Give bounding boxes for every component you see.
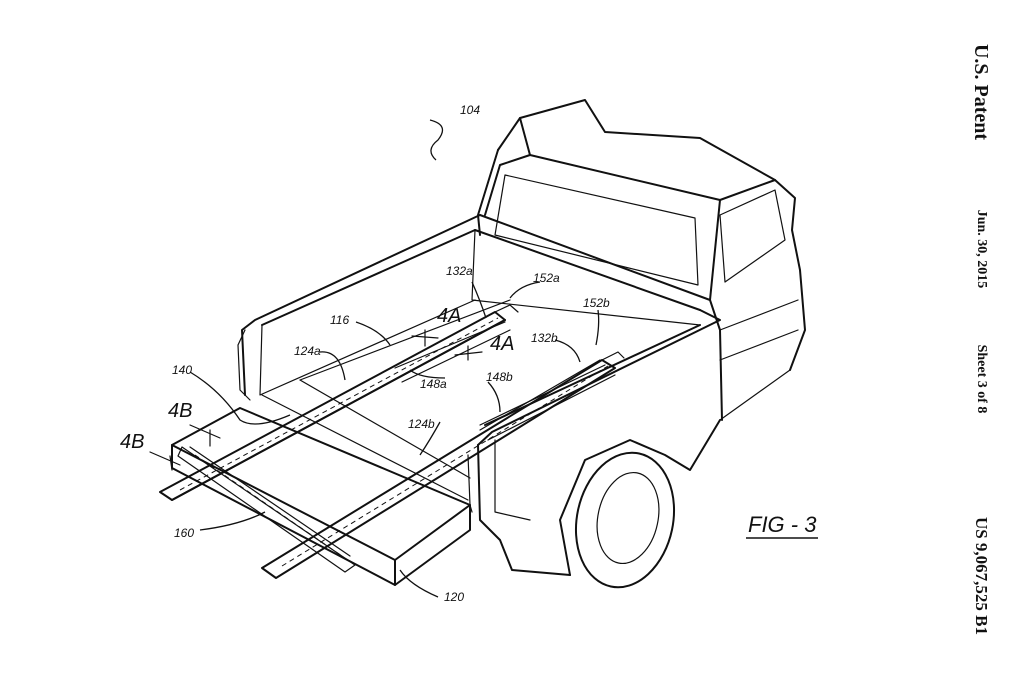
ref-120: 120	[444, 590, 464, 604]
patent-header-sheet: Sheet 3 of 8	[974, 344, 989, 414]
section-lines	[149, 329, 483, 471]
patent-header-number: US 9,067,525 B1	[972, 516, 991, 636]
sliding-platform	[171, 407, 471, 586]
ref-124b: 124b	[408, 417, 435, 431]
ref-148a: 148a	[420, 377, 447, 391]
figure-label: FIG - 3	[748, 512, 817, 537]
section-4b-lower: 4B	[120, 431, 144, 453]
section-4a-lower: 4A	[490, 333, 514, 355]
patent-header-title: U.S. Patent	[970, 43, 992, 141]
channel-132b	[479, 364, 616, 441]
section-4a-upper: 4A	[437, 305, 461, 327]
section-4b-upper: 4B	[168, 400, 192, 422]
channel-132a	[394, 321, 511, 383]
ref-116: 116	[330, 313, 349, 327]
ref-148b: 148b	[486, 370, 513, 384]
ramp-124b	[261, 351, 625, 579]
ref-132b: 132b	[531, 331, 558, 345]
patent-header-date: Jun. 30, 2015	[974, 209, 989, 289]
ref-152b: 152b	[583, 296, 610, 310]
ref-124a: 124a	[294, 344, 321, 358]
truck-cab	[477, 99, 806, 421]
ref-132a: 132a	[446, 264, 473, 278]
ref-104: 104	[460, 103, 480, 117]
ref-160: 160	[174, 526, 194, 540]
ref-152a: 152a	[533, 271, 560, 285]
truck-bed-drawing: 104 116 120 124a 124b 132a 132b 140 148a…	[120, 99, 818, 604]
ref-140: 140	[172, 363, 192, 377]
leader-lines	[189, 119, 600, 598]
truck-bed	[237, 214, 799, 589]
